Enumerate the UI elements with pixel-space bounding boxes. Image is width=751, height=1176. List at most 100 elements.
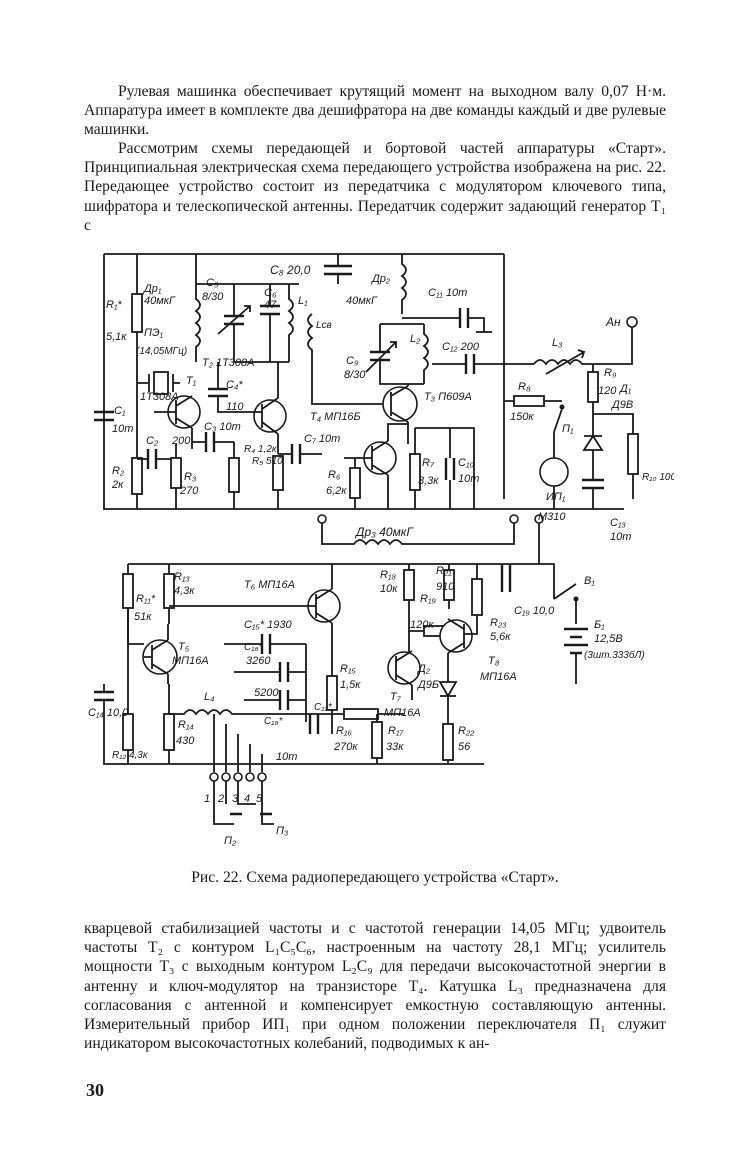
- t3-transistor: [382, 386, 418, 422]
- label-battery: Б₁: [594, 619, 605, 631]
- label-lsv: Lсв: [316, 320, 332, 331]
- r16-resistor: [343, 708, 379, 720]
- label-r2-val: 2к: [111, 479, 124, 491]
- label-pin-1: 1: [204, 793, 210, 805]
- label-c5: C₅: [206, 277, 219, 289]
- label-r14-val: 430: [176, 735, 195, 747]
- label-c10: C₁₀: [458, 457, 474, 469]
- label-r7-val: 3,3к: [418, 475, 439, 487]
- c7-capacitor: [290, 444, 302, 464]
- label-pe1: ПЭ₁: [144, 327, 164, 339]
- r3-resistor: [170, 457, 182, 489]
- c19-capacitor: [500, 564, 512, 592]
- p2-p3-buttons: [213, 781, 274, 825]
- label-c9-val: 8/30: [344, 369, 366, 381]
- label-c1-val: 10т: [112, 423, 133, 435]
- label-battery-note: (3шт.333бЛ): [584, 649, 645, 661]
- label-c13: C₁₃: [610, 517, 626, 529]
- label-r22: R₂₂: [458, 725, 475, 737]
- label-r13: R₁₃: [174, 571, 190, 583]
- label-t1-type: 1T308A: [140, 391, 179, 403]
- label-t6: T₆ МП16А: [244, 579, 295, 591]
- b1-switch: [553, 583, 577, 624]
- label-t1: T₁: [186, 375, 197, 387]
- label-c18: C₁₈*: [264, 716, 284, 727]
- label-c8: C₈ 20,0: [270, 263, 311, 277]
- label-p2: П₂: [224, 835, 237, 847]
- label-pe1-val: (14,05МГц): [136, 346, 187, 357]
- label-c1: C₁: [114, 405, 126, 417]
- lsv-coil: [307, 313, 384, 405]
- label-c19b-val: 10т: [276, 751, 297, 763]
- label-ip1-type: М310: [538, 511, 566, 523]
- label-c18-val: 5200: [254, 687, 279, 699]
- label-t3: T₃ П609А: [424, 391, 472, 403]
- c15-capacitor: [260, 634, 272, 654]
- r4-resistor: [228, 457, 240, 493]
- label-c15: C₁₅* 1930: [244, 619, 293, 631]
- label-pin-3: 3: [232, 793, 239, 805]
- label-c4-val: 110: [226, 401, 244, 413]
- r22-resistor: [442, 723, 454, 761]
- p1-switch: [553, 408, 563, 449]
- label-c7: C₇ 10т: [304, 433, 340, 445]
- paragraph-schematic-intro: Рассмотрим схемы передающей и бортовой ч…: [84, 140, 666, 234]
- label-r9-val: 120: [598, 385, 617, 397]
- label-d1: Д₁: [618, 383, 632, 395]
- r12-resistor: [122, 713, 134, 751]
- r13-resistor: [163, 573, 175, 609]
- label-r10: R₁₀ 100: [642, 472, 674, 483]
- c2-capacitor: [146, 449, 158, 469]
- paragraph-intro: Рулевая машинка обеспечивает крутящий мо…: [84, 83, 666, 139]
- label-r6-val: 6,2к: [326, 485, 347, 497]
- label-c2: C₂: [146, 435, 159, 447]
- ip1-meter: [539, 457, 569, 487]
- label-r16-val: 270к: [333, 741, 358, 753]
- label-r18-val: 10к: [380, 583, 398, 595]
- label-r15: R₁₅: [340, 663, 356, 675]
- label-r9: R₉: [604, 367, 617, 379]
- label-d2-type: Д9Б: [416, 679, 439, 691]
- dr1-choke: [194, 254, 201, 362]
- label-t7: T₇: [390, 691, 402, 703]
- label-l1: L₁: [298, 295, 308, 307]
- label-r8-val: 150к: [510, 411, 534, 423]
- c16-capacitor: [278, 662, 290, 682]
- pin-2: [221, 772, 231, 782]
- label-c16-val: 3260: [246, 655, 271, 667]
- label-d2: Д₂: [416, 663, 431, 675]
- label-t7-type: МП16А: [384, 707, 421, 719]
- label-t5: T₅: [178, 641, 190, 653]
- label-r6: R₆: [328, 469, 341, 481]
- r23-resistor: [471, 578, 483, 616]
- label-t4: T₄ МП16Б: [310, 411, 361, 423]
- label-r18: R₁₈: [380, 569, 396, 581]
- c18-capacitor: [278, 690, 290, 710]
- c8-capacitor: [324, 264, 352, 276]
- figure-caption: Рис. 22. Схема радиопередающего устройст…: [191, 869, 559, 886]
- label-dr2-val: 40мкГ: [346, 295, 378, 307]
- circuit-schematic-figure: Др₁ 40мкГ C₅ 8/30 C₈ 20,0 Др₂ 40мкГ C₁₁ …: [84, 244, 674, 854]
- c1-capacitor: [94, 410, 114, 422]
- label-c6-val: 47: [264, 299, 277, 311]
- c13-capacitor: [582, 478, 604, 490]
- c12-capacitor: [464, 354, 476, 374]
- r18-resistor: [403, 569, 415, 601]
- label-r11-val: 51к: [134, 611, 152, 623]
- c11-capacitor: [458, 308, 470, 328]
- label-r2: R₂: [112, 465, 125, 477]
- label-t2: T₂ 1T308A: [202, 357, 255, 369]
- label-l4: L₄: [204, 691, 215, 703]
- label-antenna: Ан: [605, 315, 621, 329]
- dr2-choke: [400, 254, 407, 314]
- label-c4: C₄*: [226, 379, 243, 391]
- r10-resistor: [627, 433, 639, 475]
- label-l2: L₂: [410, 333, 421, 345]
- label-r4: R₄ 1,2к: [244, 444, 278, 455]
- label-dr1-val: 40мкГ: [144, 295, 176, 307]
- r14-resistor: [163, 713, 175, 751]
- label-c14: C₁₄ 10,0: [88, 707, 129, 719]
- label-c11: C₁₁ 10т: [428, 287, 467, 299]
- label-c5-val: 8/30: [202, 291, 224, 303]
- label-c16: C₁₆*: [244, 642, 263, 653]
